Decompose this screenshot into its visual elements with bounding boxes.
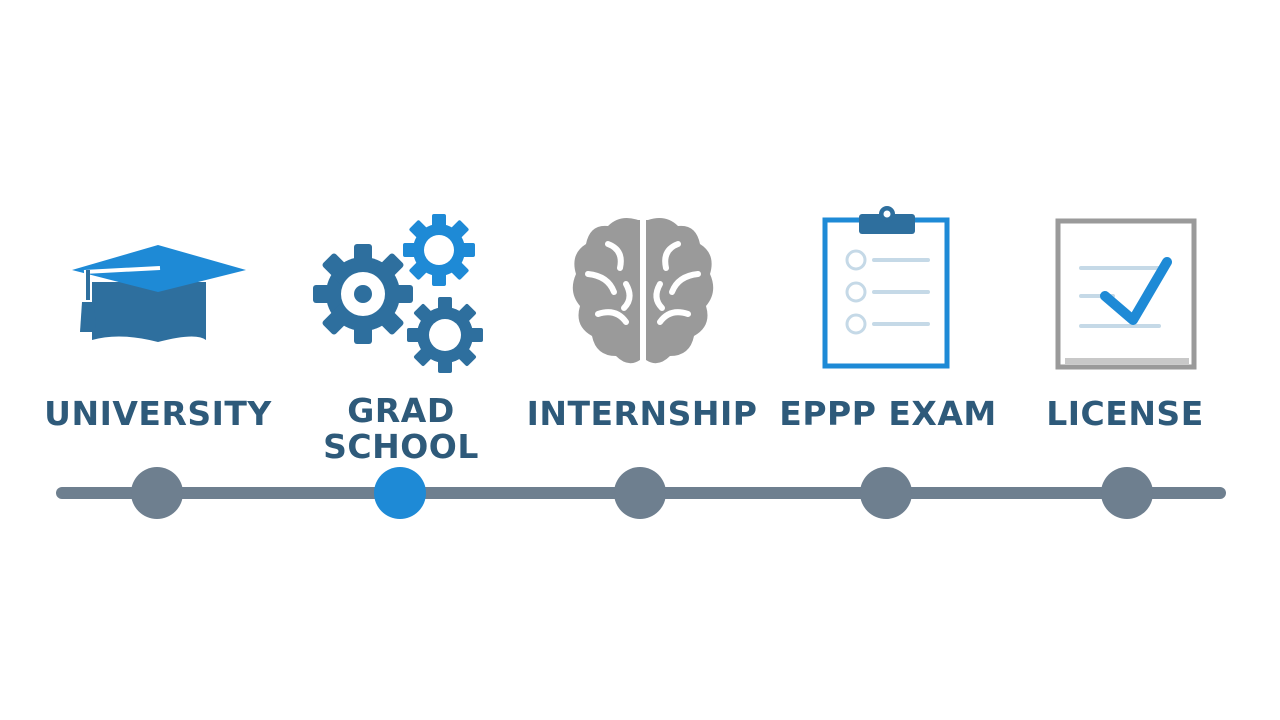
license-checkmark-icon xyxy=(1055,218,1197,370)
graduation-cap-icon xyxy=(72,245,246,342)
brain-icon xyxy=(572,218,714,364)
gears-icon xyxy=(313,214,483,373)
stage-label-eppp-exam: EPPP EXAM xyxy=(779,394,997,433)
stage-label-grad-school: GRAD SCHOOL xyxy=(323,391,479,466)
stage-label-university: UNIVERSITY xyxy=(44,394,272,433)
stage-label-internship: INTERNSHIP xyxy=(526,394,758,433)
stage-label-license: LICENSE xyxy=(1046,394,1204,433)
timeline-dot-internship xyxy=(614,467,666,519)
timeline-dot-license xyxy=(1101,467,1153,519)
timeline-dot-eppp-exam xyxy=(860,467,912,519)
clipboard-checklist-icon xyxy=(822,206,950,369)
timeline-dot-grad-school xyxy=(374,467,426,519)
timeline-dot-university xyxy=(131,467,183,519)
